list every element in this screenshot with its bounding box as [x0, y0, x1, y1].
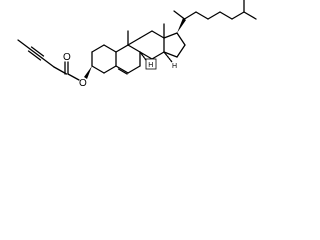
- wedge-c3-o: [84, 66, 92, 79]
- oxygen-carbonyl-label: O: [63, 52, 71, 63]
- h-c14-label: H: [172, 63, 177, 70]
- h-c9-label: H: [148, 62, 153, 69]
- h-c9-box-bg: [146, 59, 156, 69]
- double-bond-c5-c6: [117, 68, 128, 75]
- ring-b: [115, 44, 141, 75]
- ring-d: [163, 32, 186, 58]
- methyl-c21: [173, 10, 186, 20]
- stereo-hydrogens: H H: [139, 51, 177, 70]
- side-chain: [173, 0, 257, 33]
- cholesteryl-butynoate-structure: H H O O: [17, 0, 257, 89]
- structure-canvas: H H O O: [0, 0, 281, 108]
- ring-c: [127, 30, 165, 60]
- ester-group: O O: [17, 39, 92, 89]
- oxygen-ester-label: O: [79, 78, 87, 89]
- h-c9-box: [145, 58, 157, 70]
- wedge-c17-c20: [177, 18, 186, 33]
- ring-a: [91, 44, 117, 74]
- hash-bond-c14-h: [163, 51, 173, 63]
- hash-bond-c8-h: [139, 51, 147, 61]
